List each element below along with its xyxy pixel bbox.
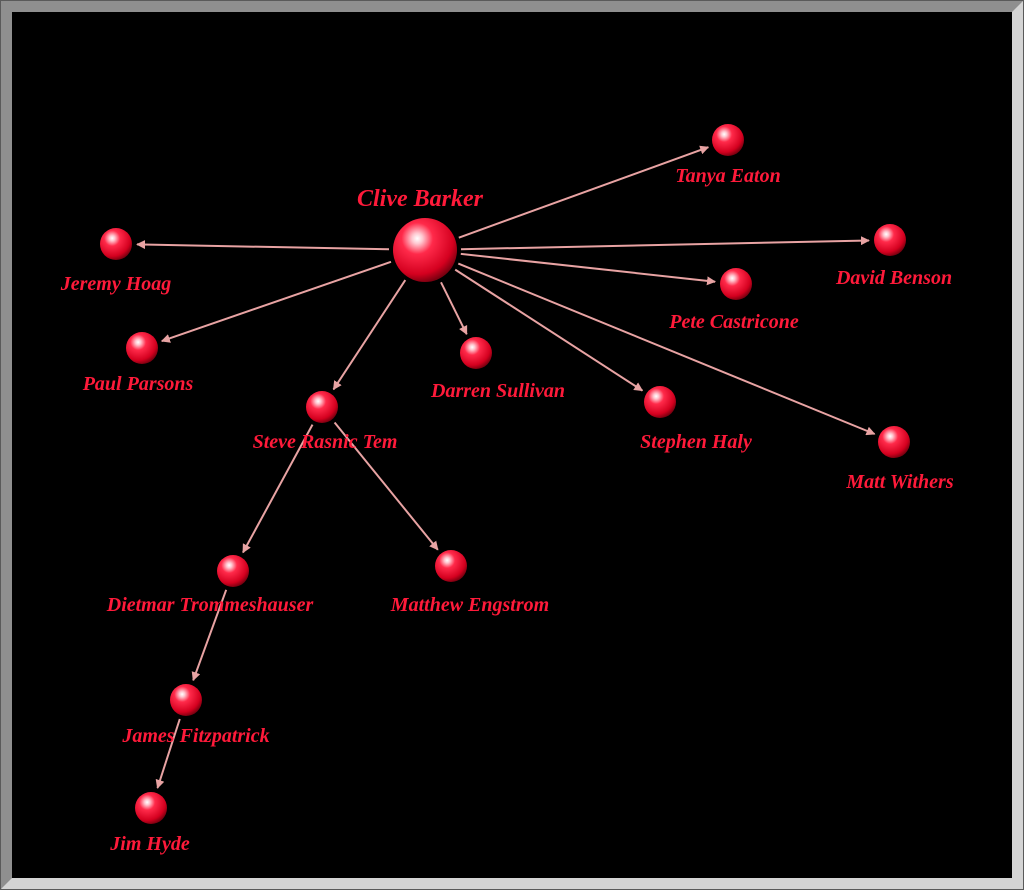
edge-clive-to-matt [457, 262, 876, 436]
edge-dietmar-to-james [191, 589, 228, 682]
node-label-dietmar: Dietmar Trommeshauser [106, 594, 314, 616]
edge-clive-to-david [460, 236, 870, 251]
edge-clive-to-paul [160, 260, 392, 343]
node-steve[interactable] [306, 391, 338, 423]
node-paul[interactable] [126, 332, 158, 364]
node-darren[interactable] [460, 337, 492, 369]
node-label-clive: Clive Barker [357, 186, 484, 212]
node-label-jeremy: Jeremy Hoag [60, 273, 172, 295]
node-label-david: David Benson [835, 267, 952, 289]
node-label-steve: Steve Rasnic Tem [253, 431, 398, 453]
node-pete[interactable] [720, 268, 752, 300]
edge-clive-to-stephen [454, 268, 644, 392]
node-dietmar[interactable] [217, 555, 249, 587]
node-stephen[interactable] [644, 386, 676, 418]
node-jeremy[interactable] [100, 228, 132, 260]
node-label-pete: Pete Castricone [668, 311, 799, 333]
edge-steve-to-dietmar [242, 424, 314, 554]
edge-clive-to-darren [440, 281, 468, 336]
node-label-jim: Jim Hyde [109, 833, 190, 855]
node-matt[interactable] [878, 426, 910, 458]
node-matthew[interactable] [435, 550, 467, 582]
edge-clive-to-jeremy [136, 240, 390, 251]
node-david[interactable] [874, 224, 906, 256]
node-label-matt: Matt Withers [845, 471, 953, 493]
node-tanya[interactable] [712, 124, 744, 156]
node-label-james: James Fitzpatrick [121, 725, 269, 747]
node-james[interactable] [170, 684, 202, 716]
edge-james-to-jim [155, 718, 181, 789]
edge-clive-to-tanya [458, 145, 710, 239]
nodes-layer [100, 124, 910, 824]
node-label-paul: Paul Parsons [82, 373, 194, 395]
node-clive[interactable] [393, 218, 457, 282]
node-label-matthew: Matthew Engstrom [390, 594, 549, 616]
node-label-darren: Darren Sullivan [430, 380, 565, 402]
node-jim[interactable] [135, 792, 167, 824]
edge-clive-to-pete [460, 252, 716, 286]
node-label-tanya: Tanya Eaton [675, 165, 780, 187]
edges-layer [136, 145, 876, 789]
edge-steve-to-matthew [333, 421, 439, 551]
node-label-stephen: Stephen Haly [640, 431, 752, 453]
edge-clive-to-steve [332, 279, 407, 391]
